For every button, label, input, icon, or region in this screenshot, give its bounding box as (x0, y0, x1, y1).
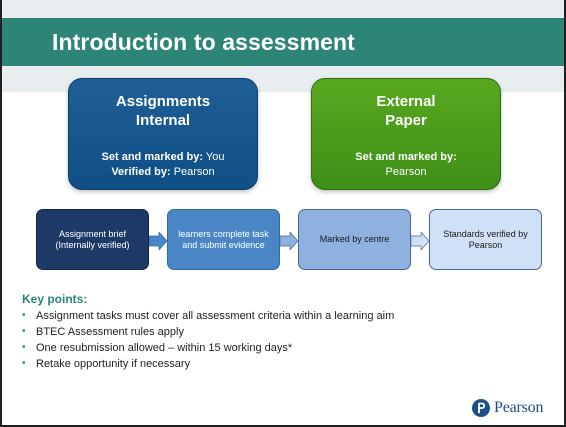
bullet-dot-icon: • (22, 342, 26, 353)
bullet-dot-icon: • (22, 358, 26, 369)
internal-verified-value: Pearson (173, 166, 215, 178)
flow-step-marked-by-centre: Marked by centre (298, 209, 411, 270)
flow-step-standards-verified: Standards verified by Pearson (429, 209, 542, 270)
key-point-item: • One resubmission allowed – within 15 w… (22, 340, 562, 356)
key-point-item: • BTEC Assessment rules apply (22, 324, 562, 340)
key-points-list: • Assignment tasks must cover all assess… (22, 308, 562, 372)
pearson-logo-text: Pearson (494, 399, 544, 416)
internal-assessment-box: Assignments Internal Set and marked by: … (68, 78, 258, 190)
key-point-text: BTEC Assessment rules apply (36, 326, 184, 338)
external-set-value: Pearson (385, 166, 427, 178)
internal-set-value: You (205, 151, 225, 163)
chevron-right-icon (149, 232, 167, 250)
key-points-heading: Key points: (22, 292, 88, 306)
key-point-text: Retake opportunity if necessary (36, 358, 191, 370)
key-point-text: One resubmission allowed – within 15 wor… (36, 342, 293, 354)
key-point-item: • Retake opportunity if necessary (22, 356, 562, 372)
external-set-label: Set and marked by: (355, 151, 457, 163)
bullet-dot-icon: • (22, 310, 26, 321)
title-bar (2, 18, 564, 66)
internal-verified-line: Verified by: Pearson (69, 165, 257, 179)
chevron-right-icon (411, 232, 429, 250)
internal-title-line-2: Internal (135, 112, 191, 129)
internal-title-line-1: Assignments (115, 93, 211, 110)
key-point-text: Assignment tasks must cover all assessme… (36, 310, 395, 322)
internal-verified-label: Verified by: (111, 166, 171, 178)
key-point-item: • Assignment tasks must cover all assess… (22, 308, 562, 324)
slide-title: Introduction to assessment (52, 29, 355, 55)
pearson-p-icon (472, 399, 490, 417)
internal-set-label: Set and marked by: (101, 151, 204, 163)
flow-step-assignment-brief: Assignment brief (Internally verified) (36, 209, 149, 270)
flow-step-learners-complete: learners complete task and submit eviden… (167, 209, 280, 270)
chevron-right-icon (280, 232, 298, 250)
internal-set-marked-line: Set and marked by: You (69, 150, 257, 164)
bullet-dot-icon: • (22, 326, 26, 337)
external-assessment-box: External Paper Set and marked by: Pearso… (311, 78, 501, 190)
external-title-line-2: Paper (385, 112, 427, 129)
external-title-line-1: External (376, 93, 436, 110)
pearson-logo: Pearson (472, 397, 552, 419)
